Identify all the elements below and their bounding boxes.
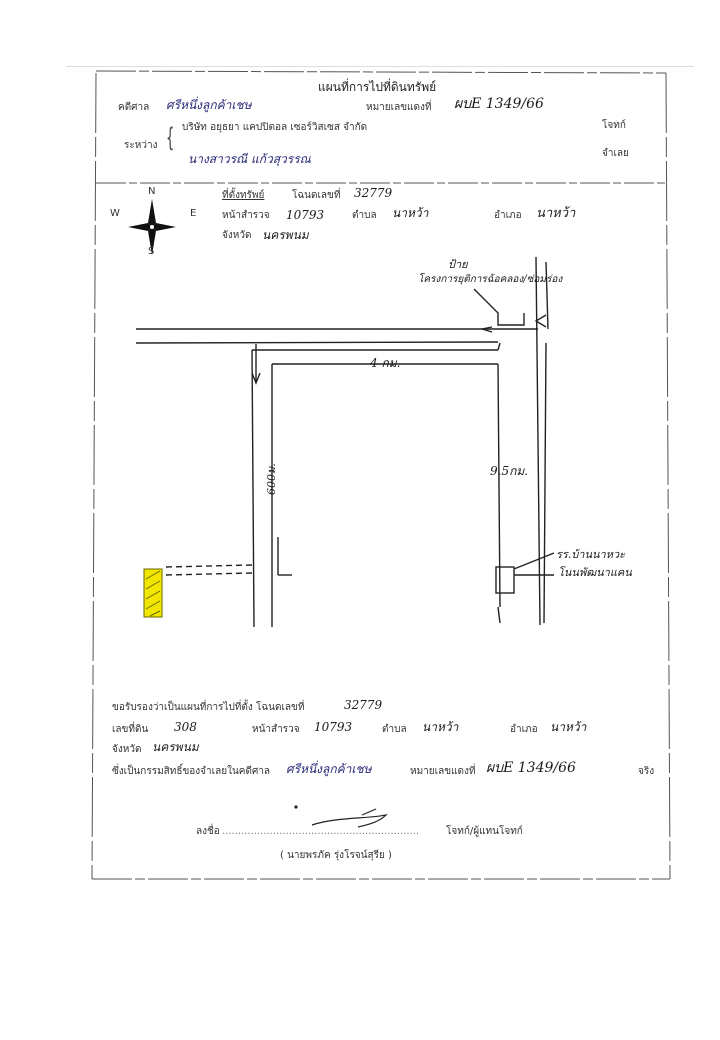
certify-suffix: จริง [638,766,655,777]
school-label-2: โนนพัฒนาแคน [558,566,632,579]
plot-marker [143,568,163,618]
plaintiff-name: บริษัท อยุธยา แคปปิตอล เซอร์วิสเซส จำกัด [182,122,368,133]
signature-line: ........................................… [222,826,420,837]
subdistrict-label: ตำบล [352,210,377,221]
subdistrict-value: นาหว้า [392,206,429,220]
certify-subdistrict-label: ตำบล [382,724,407,735]
certify-page-number: 10793 [314,720,353,734]
compass-w: W [110,208,120,219]
sign-label-1: ป้าย [448,258,468,271]
compass-e: E [190,208,197,219]
defendant-name: นางสาวรณี แก้วสุวรรณ [188,152,311,166]
sign-label-2: โครงการยุติการฉ้อคลอง/ซ่อมร่อง [418,274,563,285]
certify-case-label: หมายเลขแดงที่ [410,766,476,777]
case-label: หมายเลขแดงที่ [366,102,432,113]
certify-subdistrict-value: นาหว้า [422,720,459,734]
certify-province-label: จังหวัด [112,744,142,755]
signer-role: โจทก์/ผู้แทนโจทก์ [446,826,523,837]
plaintiff-role: โจทก์ [602,120,626,131]
court-label: คดีศาล [118,102,150,113]
certify-district-label: อำเภอ [510,724,538,735]
distance-left-label: 600ม. [265,463,278,495]
ownership-text: ซึ่งเป็นกรรมสิทธิ์ของจำเลยในคดีศาล [112,766,271,777]
province-value: นครพนม [262,228,309,242]
certify-page-label: หน้าสำรวจ [252,724,300,735]
certify-district-value: นาหว้า [550,720,587,734]
survey-page-number: 10793 [286,208,325,222]
compass-s: S [148,246,155,257]
brace-icon: { [166,123,175,153]
case-number: ผบE 1349/66 [454,96,544,112]
land-no-label: เลขที่ดิน [112,724,149,735]
compass-icon [128,199,176,255]
signature-scribble [294,805,388,828]
signer-name: ( นายพรภัค รุ่งโรจน์สุรีย ) [280,850,392,861]
road-network [135,256,555,628]
document-title: แผนที่การไปที่ดินทรัพย์ [318,80,437,94]
distance-top-label: 4 กม. [370,356,401,370]
location-label: ที่ตั้งทรัพย์ [222,190,265,201]
map-drawing [91,70,671,880]
certify-text: ขอรับรองว่าเป็นแผนที่การไปที่ตั้ง โฉนดเล… [112,702,305,713]
deed-label: โฉนดเลขที่ [292,190,341,201]
school-label-1: รร.บ้านนาหวะ [556,548,626,561]
certify-case-number: ผบE 1349/66 [486,760,576,776]
certify-court-name: ศรีหนึ่งลูกค้าเชษ [286,762,372,776]
province-label: จังหวัด [222,230,252,241]
distance-right-label: 9.5กม. [490,464,529,478]
between-label: ระหว่าง [124,140,158,151]
certify-deed-number: 32779 [344,698,383,712]
court-name: ศรีหนึ่งลูกค้าเชษ [166,98,252,112]
defendant-role: จำเลย [602,148,629,159]
compass-n: N [148,186,156,197]
deed-number: 32779 [354,186,393,200]
land-no-value: 308 [174,720,197,734]
certify-province-value: นครพนม [152,740,199,754]
district-value: นาหว้า [536,206,576,221]
survey-page-label: หน้าสำรวจ [222,210,270,221]
map-document: แผนที่การไปที่ดินทรัพย์ คดีศาล ศรีหนึ่งล… [66,66,694,885]
district-label: อำเภอ [494,210,522,221]
sign-label: ลงชื่อ [196,826,220,837]
